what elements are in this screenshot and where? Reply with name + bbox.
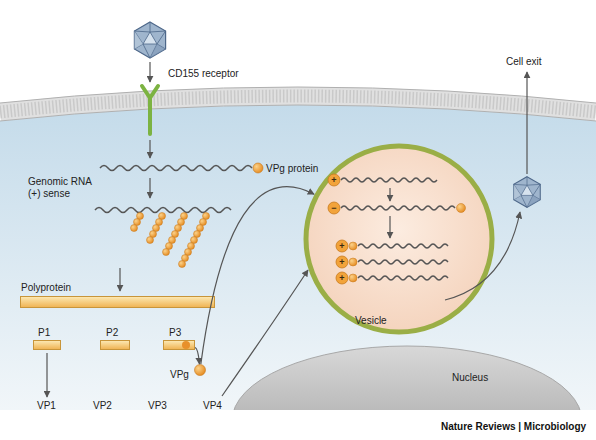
sense-symbol: + bbox=[339, 274, 344, 283]
vpg-ball bbox=[195, 365, 206, 376]
background bbox=[0, 0, 596, 410]
vpg-ball: VPg bbox=[194, 364, 206, 376]
strand-sense-markers bbox=[336, 240, 348, 252]
flow-arrow bbox=[201, 187, 314, 364]
genomic-rna bbox=[253, 163, 263, 173]
step-label: Cell exit bbox=[506, 56, 542, 68]
cell-membrane bbox=[0, 96, 596, 112]
credit-line: Nature Reviews | Microbiology bbox=[441, 421, 586, 433]
vpg-balls bbox=[349, 204, 466, 283]
nucleus-shape bbox=[232, 346, 582, 410]
vpg-balls bbox=[349, 242, 357, 250]
node-label: Polyprotein bbox=[21, 282, 71, 294]
strand-sense-markers bbox=[336, 256, 348, 268]
genomic-rna bbox=[100, 166, 252, 171]
vpg-balls bbox=[457, 204, 466, 213]
strand-sense-markers bbox=[328, 174, 340, 186]
process-arrows bbox=[46, 353, 47, 397]
protein-segment: P1 bbox=[33, 340, 61, 350]
node-label: Nucleus bbox=[452, 372, 488, 384]
translating-rna bbox=[95, 208, 231, 213]
rna-strands bbox=[341, 178, 455, 280]
receptor-label: CD155 receptor bbox=[168, 68, 239, 80]
nucleus-shape: Nucleus bbox=[232, 346, 582, 410]
strand-sense-markers bbox=[328, 202, 340, 214]
sense-symbol: − bbox=[331, 204, 336, 213]
nucleus-shape bbox=[232, 346, 582, 410]
sense-symbol: + bbox=[339, 242, 344, 251]
rna-strands bbox=[341, 178, 437, 182]
process-arrows bbox=[222, 270, 308, 396]
cell-membrane bbox=[0, 105, 596, 121]
genomic-rna bbox=[100, 163, 263, 173]
vesicle-circle bbox=[306, 146, 492, 332]
protein-segment: P2 bbox=[100, 340, 130, 350]
virus-particle bbox=[134, 22, 165, 58]
nascent-polypeptide-chains bbox=[163, 249, 170, 256]
node-label: P2 bbox=[106, 327, 118, 339]
nascent-polypeptide-chains bbox=[147, 237, 154, 244]
edge-layer bbox=[195, 187, 314, 364]
cell-membrane bbox=[0, 87, 596, 103]
node-layer: PolyproteinP1P2P3VPgVesicleNucleus bbox=[0, 0, 596, 410]
cell-membrane bbox=[0, 87, 596, 121]
protein-label: VP1 bbox=[37, 400, 56, 412]
vesicle-circle: Vesicle bbox=[303, 143, 495, 335]
nascent-polypeptide-chains bbox=[131, 225, 138, 232]
rna-strands bbox=[358, 260, 448, 264]
process-arrows bbox=[149, 140, 150, 158]
vpg-domain bbox=[182, 341, 190, 349]
process-arrows bbox=[119, 268, 120, 291]
vpg-balls bbox=[349, 258, 357, 266]
cd155-receptor bbox=[142, 86, 158, 134]
rna-label: Genomic RNA (+) sense bbox=[28, 176, 94, 200]
process-arrows bbox=[149, 62, 150, 82]
protein-label: VP4 bbox=[203, 400, 222, 412]
protein-segment: P3 bbox=[163, 340, 195, 350]
strand-sense-markers bbox=[336, 272, 348, 284]
translating-rna bbox=[95, 208, 231, 213]
rna-strands bbox=[341, 206, 455, 210]
rna-strands bbox=[358, 244, 448, 248]
nascent-polypeptide-chains bbox=[131, 213, 210, 268]
cell-illustration bbox=[0, 0, 596, 410]
process-arrows bbox=[389, 188, 390, 201]
overlay bbox=[0, 0, 596, 410]
rna-strands bbox=[358, 276, 448, 280]
protein-label: VP2 bbox=[93, 400, 112, 412]
nascent-polypeptide-chains bbox=[179, 261, 186, 268]
protein-label: VPg protein bbox=[266, 163, 318, 175]
process-arrows bbox=[526, 72, 527, 174]
progeny-virus bbox=[514, 177, 541, 208]
node-label: P3 bbox=[169, 327, 181, 339]
polyprotein-bar: Polyprotein bbox=[20, 296, 215, 308]
process-arrows bbox=[445, 212, 520, 300]
node-label: P1 bbox=[38, 327, 50, 339]
process-arrows bbox=[149, 178, 150, 198]
strand-sense-markers bbox=[328, 174, 348, 284]
cell-membrane bbox=[0, 96, 596, 112]
sense-symbol: + bbox=[331, 176, 336, 185]
cd155-receptor bbox=[142, 86, 158, 134]
process-arrows bbox=[389, 216, 390, 238]
sense-symbol: + bbox=[339, 258, 344, 267]
protein-label: VP3 bbox=[148, 400, 167, 412]
node-label: VPg bbox=[170, 369, 189, 381]
vesicle-circle bbox=[303, 143, 495, 335]
vpg-balls bbox=[349, 274, 357, 282]
cell-scene: PolyproteinP1P2P3VPgVesicleNucleus bbox=[0, 0, 596, 410]
node-label: Vesicle bbox=[355, 315, 387, 327]
flow-arrow bbox=[195, 348, 199, 364]
vpg-ball bbox=[194, 364, 206, 376]
process-arrows bbox=[47, 62, 527, 397]
